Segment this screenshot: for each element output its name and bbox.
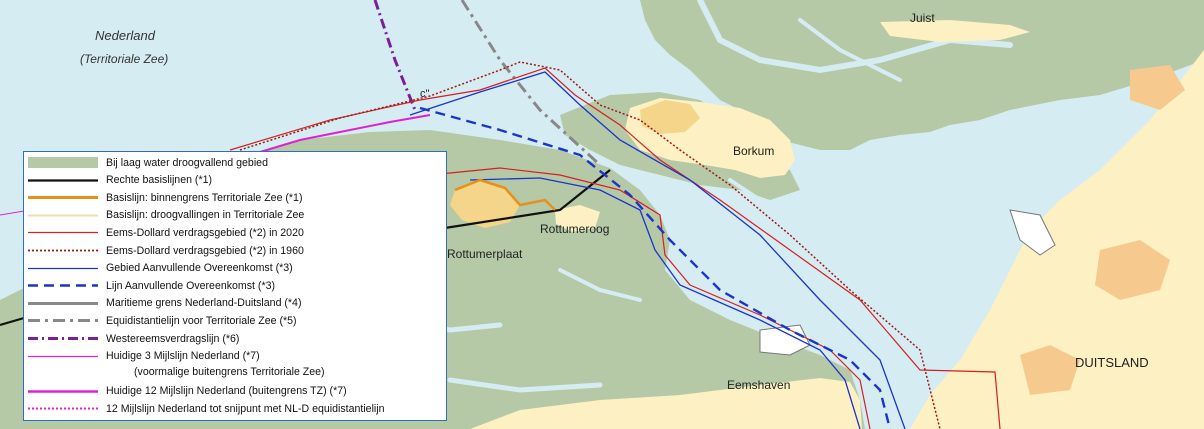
aanvullend-line — [419, 106, 892, 429]
baseline-orange — [454, 178, 556, 211]
label-eemshaven: Eemshaven — [727, 378, 791, 392]
legend-item: Basislijn: binnengrens Territoriale Zee … — [28, 190, 302, 205]
legend-symbol — [28, 178, 98, 182]
legend-item: Rechte basislijnen (*1) — [28, 173, 212, 188]
legend-label: 12 Mijlslijn Nederland tot snijpunt met … — [106, 402, 385, 415]
eems-2020-b — [429, 167, 871, 429]
legend-symbol — [28, 407, 98, 410]
westereems-line — [373, 0, 417, 111]
label-duitsland: DUITSLAND — [1075, 355, 1149, 370]
legend-item: 12 Mijlslijn Nederland tot snijpunt met … — [28, 401, 385, 416]
label-point-c: c" — [420, 88, 430, 100]
equidistance-line — [460, 0, 602, 167]
legend-symbol — [28, 232, 98, 234]
legend-symbol — [28, 301, 98, 305]
legend-symbol — [28, 196, 98, 200]
legend-symbol — [28, 267, 98, 269]
aanvullend-area — [409, 71, 906, 429]
legend-symbol — [28, 157, 98, 168]
legend-label: Eems-Dollard verdragsgebied (*2) in 2020 — [106, 226, 304, 239]
label-juist: Juist — [910, 11, 935, 25]
legend-item: Eems-Dollard verdragsgebied (*2) in 2020 — [28, 225, 304, 240]
legend-symbol — [28, 319, 98, 323]
legend-label: Basislijn: binnengrens Territoriale Zee … — [106, 191, 303, 204]
legend-item: Westereemsverdragslijn (*6) — [28, 331, 239, 346]
aanvullend-area-b — [469, 177, 861, 429]
legend-label: Westereemsverdragslijn (*6) — [106, 332, 240, 345]
rottumerplaat-island — [450, 180, 520, 228]
legend-symbol — [28, 249, 98, 252]
legend-label: Huidige 12 Mijlslijn Nederland (buitengr… — [106, 385, 347, 398]
juist-island — [880, 20, 1030, 42]
legend-symbol — [28, 284, 98, 287]
legend-label: Basislijn: droogvallingen in Territorial… — [106, 209, 305, 222]
legend-item: Basislijn: droogvallingen in Territorial… — [28, 208, 304, 223]
legend-symbol — [28, 355, 98, 357]
legend-item: Lijn Aanvullende Overeenkomst (*3) — [28, 278, 275, 293]
legend-symbol — [28, 214, 98, 217]
legend-note: (voormalige buitengrens Territoriale Zee… — [134, 366, 325, 379]
legend-label: Bij laag water droogvallend gebied — [106, 156, 268, 169]
legend-item: Equidistantielijn voor Territoriale Zee … — [28, 313, 297, 328]
label-territoriale-zee: (Territoriale Zee) — [80, 52, 169, 66]
emden-port — [1009, 209, 1056, 256]
label-borkum: Borkum — [733, 144, 775, 158]
legend-label: Huidige 3 Mijlslijn Nederland (*7) — [106, 350, 260, 363]
legend-item: Bij laag water droogvallend gebied — [28, 155, 268, 170]
legend-label: Gebied Aanvullende Overeenkomst (*3) — [106, 262, 293, 275]
legend-symbol — [28, 389, 98, 393]
legend-label: Lijn Aanvullende Overeenkomst (*3) — [106, 279, 276, 292]
legend-label: Equidistantielijn voor Territoriale Zee … — [106, 314, 297, 327]
legend-item: Maritieme grens Nederland-Duitsland (*4) — [28, 296, 301, 311]
legend-item: Gebied Aanvullende Overeenkomst (*3) — [28, 261, 293, 276]
label-rottumerplaat: Rottumerplaat — [447, 247, 523, 261]
eems-1960 — [239, 61, 941, 429]
borkum-dunes — [640, 100, 700, 134]
label-rottumeroog: Rottumeroog — [540, 222, 610, 236]
legend-symbol — [28, 337, 98, 340]
legend-item: Huidige 12 Mijlslijn Nederland (buitengr… — [28, 384, 347, 399]
legend-item: Eems-Dollard verdragsgebied (*2) in 1960 — [28, 243, 304, 258]
dutch-mainland — [470, 378, 862, 429]
legend-item: Huidige 3 Mijlslijn Nederland (*7) — [28, 349, 260, 364]
legend-label: Eems-Dollard verdragsgebied (*2) in 1960 — [106, 244, 304, 257]
germany-mainland — [910, 50, 1204, 429]
urban-areas — [1020, 65, 1185, 395]
legend-label: Maritieme grens Nederland-Duitsland (*4) — [106, 297, 302, 310]
legend-label: Rechte basislijnen (*1) — [106, 174, 212, 187]
rottumeroog-island — [555, 205, 600, 232]
eems-2020 — [229, 67, 1001, 429]
label-nederland: Nederland — [95, 28, 155, 43]
